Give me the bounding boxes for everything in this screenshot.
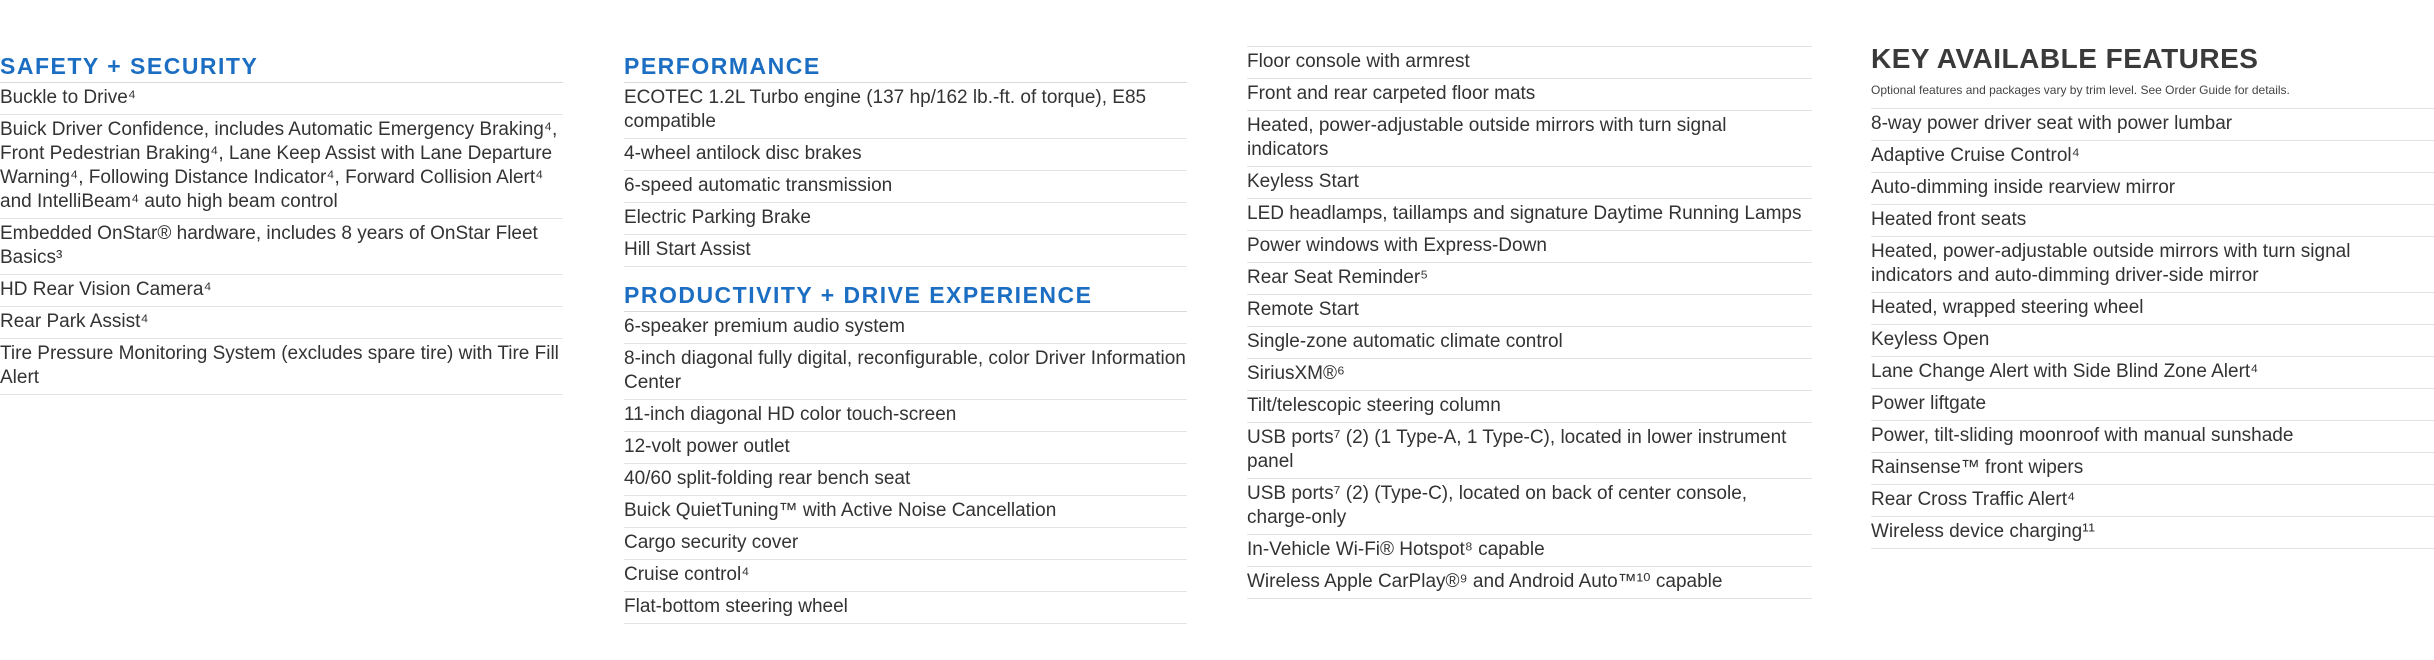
list-item: 4-wheel antilock disc brakes <box>624 139 1187 171</box>
list-item: Rear Park Assist⁴ <box>0 307 563 339</box>
list-item: USB ports⁷ (2) (1 Type-A, 1 Type-C), loc… <box>1247 423 1812 479</box>
list-item: Tilt/telescopic steering column <box>1247 391 1812 423</box>
list-item: Heated, power-adjustable outside mirrors… <box>1247 111 1812 167</box>
list-item: ECOTEC 1.2L Turbo engine (137 hp/162 lb.… <box>624 83 1187 139</box>
key-features-title: KEY AVAILABLE FEATURES <box>1871 43 2259 74</box>
list-item: 8-way power driver seat with power lumba… <box>1871 109 2434 141</box>
list-item: Keyless Start <box>1247 167 1812 199</box>
productivity-continued-list: Floor console with armrest Front and rea… <box>1247 46 1812 599</box>
key-features-note: Optional features and packages vary by t… <box>1871 76 2434 109</box>
list-item: HD Rear Vision Camera⁴ <box>0 275 563 307</box>
list-item: Adaptive Cruise Control⁴ <box>1871 141 2434 173</box>
list-item: Electric Parking Brake <box>624 203 1187 235</box>
productivity-continued-column: Floor console with armrest Front and rea… <box>1247 0 1812 599</box>
list-item: LED headlamps, taillamps and signature D… <box>1247 199 1812 231</box>
list-item: Floor console with armrest <box>1247 47 1812 79</box>
safety-security-column: SAFETY + SECURITY Buckle to Drive⁴ Buick… <box>0 0 563 395</box>
performance-heading: PERFORMANCE <box>624 50 1187 83</box>
list-item: Buckle to Drive⁴ <box>0 83 563 115</box>
performance-productivity-column: PERFORMANCE ECOTEC 1.2L Turbo engine (13… <box>624 0 1187 624</box>
list-item: 40/60 split-folding rear bench seat <box>624 464 1187 496</box>
productivity-list: 6-speaker premium audio system 8-inch di… <box>624 312 1187 624</box>
list-item: Rear Seat Reminder⁵ <box>1247 263 1812 295</box>
list-item: 12-volt power outlet <box>624 432 1187 464</box>
list-item: Power liftgate <box>1871 389 2434 421</box>
list-item: Wireless device charging¹¹ <box>1871 517 2434 549</box>
list-item: Wireless Apple CarPlay®⁹ and Android Aut… <box>1247 567 1812 599</box>
list-item: Flat-bottom steering wheel <box>624 592 1187 624</box>
list-item: Buick QuietTuning™ with Active Noise Can… <box>624 496 1187 528</box>
list-item: Power, tilt-sliding moonroof with manual… <box>1871 421 2434 453</box>
list-item: Lane Change Alert with Side Blind Zone A… <box>1871 357 2434 389</box>
list-item: Remote Start <box>1247 295 1812 327</box>
list-item: Heated, wrapped steering wheel <box>1871 293 2434 325</box>
list-item: Buick Driver Confidence, includes Automa… <box>0 115 563 219</box>
performance-list: ECOTEC 1.2L Turbo engine (137 hp/162 lb.… <box>624 83 1187 267</box>
list-item: Heated front seats <box>1871 205 2434 237</box>
safety-security-heading: SAFETY + SECURITY <box>0 50 563 83</box>
list-item: Keyless Open <box>1871 325 2434 357</box>
safety-security-list: Buckle to Drive⁴ Buick Driver Confidence… <box>0 83 563 395</box>
list-item: Rainsense™ front wipers <box>1871 453 2434 485</box>
list-item: Single-zone automatic climate control <box>1247 327 1812 359</box>
list-item: Rear Cross Traffic Alert⁴ <box>1871 485 2434 517</box>
list-item: Tire Pressure Monitoring System (exclude… <box>0 339 563 395</box>
key-features-column: KEY AVAILABLE FEATURES Optional features… <box>1871 0 2434 549</box>
list-item: SiriusXM®⁶ <box>1247 359 1812 391</box>
list-item: 6-speaker premium audio system <box>624 312 1187 344</box>
list-item: In-Vehicle Wi-Fi® Hotspot⁸ capable <box>1247 535 1812 567</box>
list-item: Auto-dimming inside rearview mirror <box>1871 173 2434 205</box>
list-item: 6-speed automatic transmission <box>624 171 1187 203</box>
list-item: Embedded OnStar® hardware, includes 8 ye… <box>0 219 563 275</box>
list-item: Cruise control⁴ <box>624 560 1187 592</box>
key-features-list: 8-way power driver seat with power lumba… <box>1871 109 2434 549</box>
list-item: USB ports⁷ (2) (Type-C), located on back… <box>1247 479 1812 535</box>
list-item: Power windows with Express-Down <box>1247 231 1812 263</box>
list-item: 11-inch diagonal HD color touch-screen <box>624 400 1187 432</box>
list-item: 8-inch diagonal fully digital, reconfigu… <box>624 344 1187 400</box>
list-item: Front and rear carpeted floor mats <box>1247 79 1812 111</box>
list-item: Cargo security cover <box>624 528 1187 560</box>
list-item: Heated, power-adjustable outside mirrors… <box>1871 237 2434 293</box>
list-item: Hill Start Assist <box>624 235 1187 267</box>
productivity-heading: PRODUCTIVITY + DRIVE EXPERIENCE <box>624 267 1187 312</box>
